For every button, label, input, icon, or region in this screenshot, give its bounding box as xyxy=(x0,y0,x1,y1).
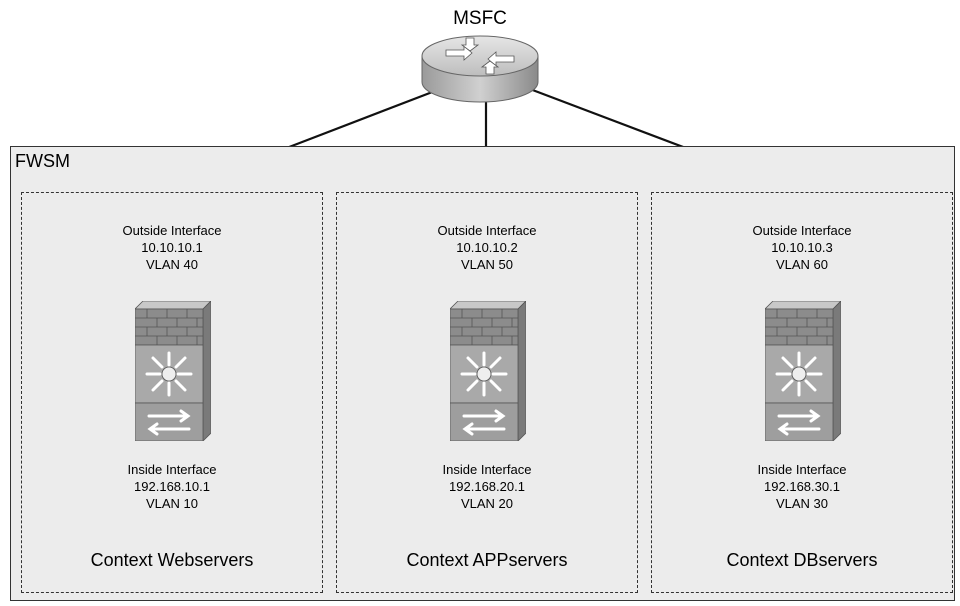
router-label: MSFC xyxy=(453,8,507,29)
outside-interface-info: Outside Interface 10.10.10.3 VLAN 60 xyxy=(652,222,952,273)
inside-interface-info: Inside Interface 192.168.10.1 VLAN 10 xyxy=(22,461,322,512)
inside-interface-ip: 192.168.10.1 xyxy=(134,479,210,494)
context-name: Context Webservers xyxy=(90,550,254,570)
fwsm-label: FWSM xyxy=(15,151,70,171)
inside-interface-ip: 192.168.30.1 xyxy=(764,479,840,494)
outside-interface-ip: 10.10.10.1 xyxy=(141,240,203,255)
context-name: Context DBservers xyxy=(726,550,878,570)
inside-interface-title: Inside Interface xyxy=(442,462,532,477)
outside-interface-title: Outside Interface xyxy=(122,223,222,238)
context-appservers: Outside Interface 10.10.10.2 VLAN 50 xyxy=(336,192,638,593)
context-dbservers: Outside Interface 10.10.10.3 VLAN 60 xyxy=(651,192,953,593)
firewall-icon xyxy=(450,301,526,441)
context-name: Context APPservers xyxy=(406,550,568,570)
inside-interface-vlan: VLAN 30 xyxy=(775,496,829,511)
outside-interface-ip: 10.10.10.2 xyxy=(456,240,518,255)
outside-interface-info: Outside Interface 10.10.10.2 VLAN 50 xyxy=(337,222,637,273)
inside-interface-title: Inside Interface xyxy=(127,462,217,477)
inside-interface-ip: 192.168.20.1 xyxy=(449,479,525,494)
outside-interface-title: Outside Interface xyxy=(437,223,537,238)
outside-interface-info: Outside Interface 10.10.10.1 VLAN 40 xyxy=(22,222,322,273)
outside-interface-vlan: VLAN 50 xyxy=(460,257,514,272)
outside-interface-vlan: VLAN 40 xyxy=(145,257,199,272)
inside-interface-vlan: VLAN 10 xyxy=(145,496,199,511)
inside-interface-info: Inside Interface 192.168.20.1 VLAN 20 xyxy=(337,461,637,512)
inside-interface-title: Inside Interface xyxy=(757,462,847,477)
firewall-icon xyxy=(765,301,841,441)
outside-interface-vlan: VLAN 60 xyxy=(775,257,829,272)
outside-interface-ip: 10.10.10.3 xyxy=(771,240,833,255)
inside-interface-vlan: VLAN 20 xyxy=(460,496,514,511)
inside-interface-info: Inside Interface 192.168.30.1 VLAN 30 xyxy=(652,461,952,512)
firewall-icon xyxy=(135,301,211,441)
fwsm-module: FWSM Outside Interface 10.10.10.1 VLAN 4… xyxy=(10,146,955,601)
context-webservers: Outside Interface 10.10.10.1 VLAN 40 xyxy=(21,192,323,593)
router-icon xyxy=(421,35,539,103)
outside-interface-title: Outside Interface xyxy=(752,223,852,238)
